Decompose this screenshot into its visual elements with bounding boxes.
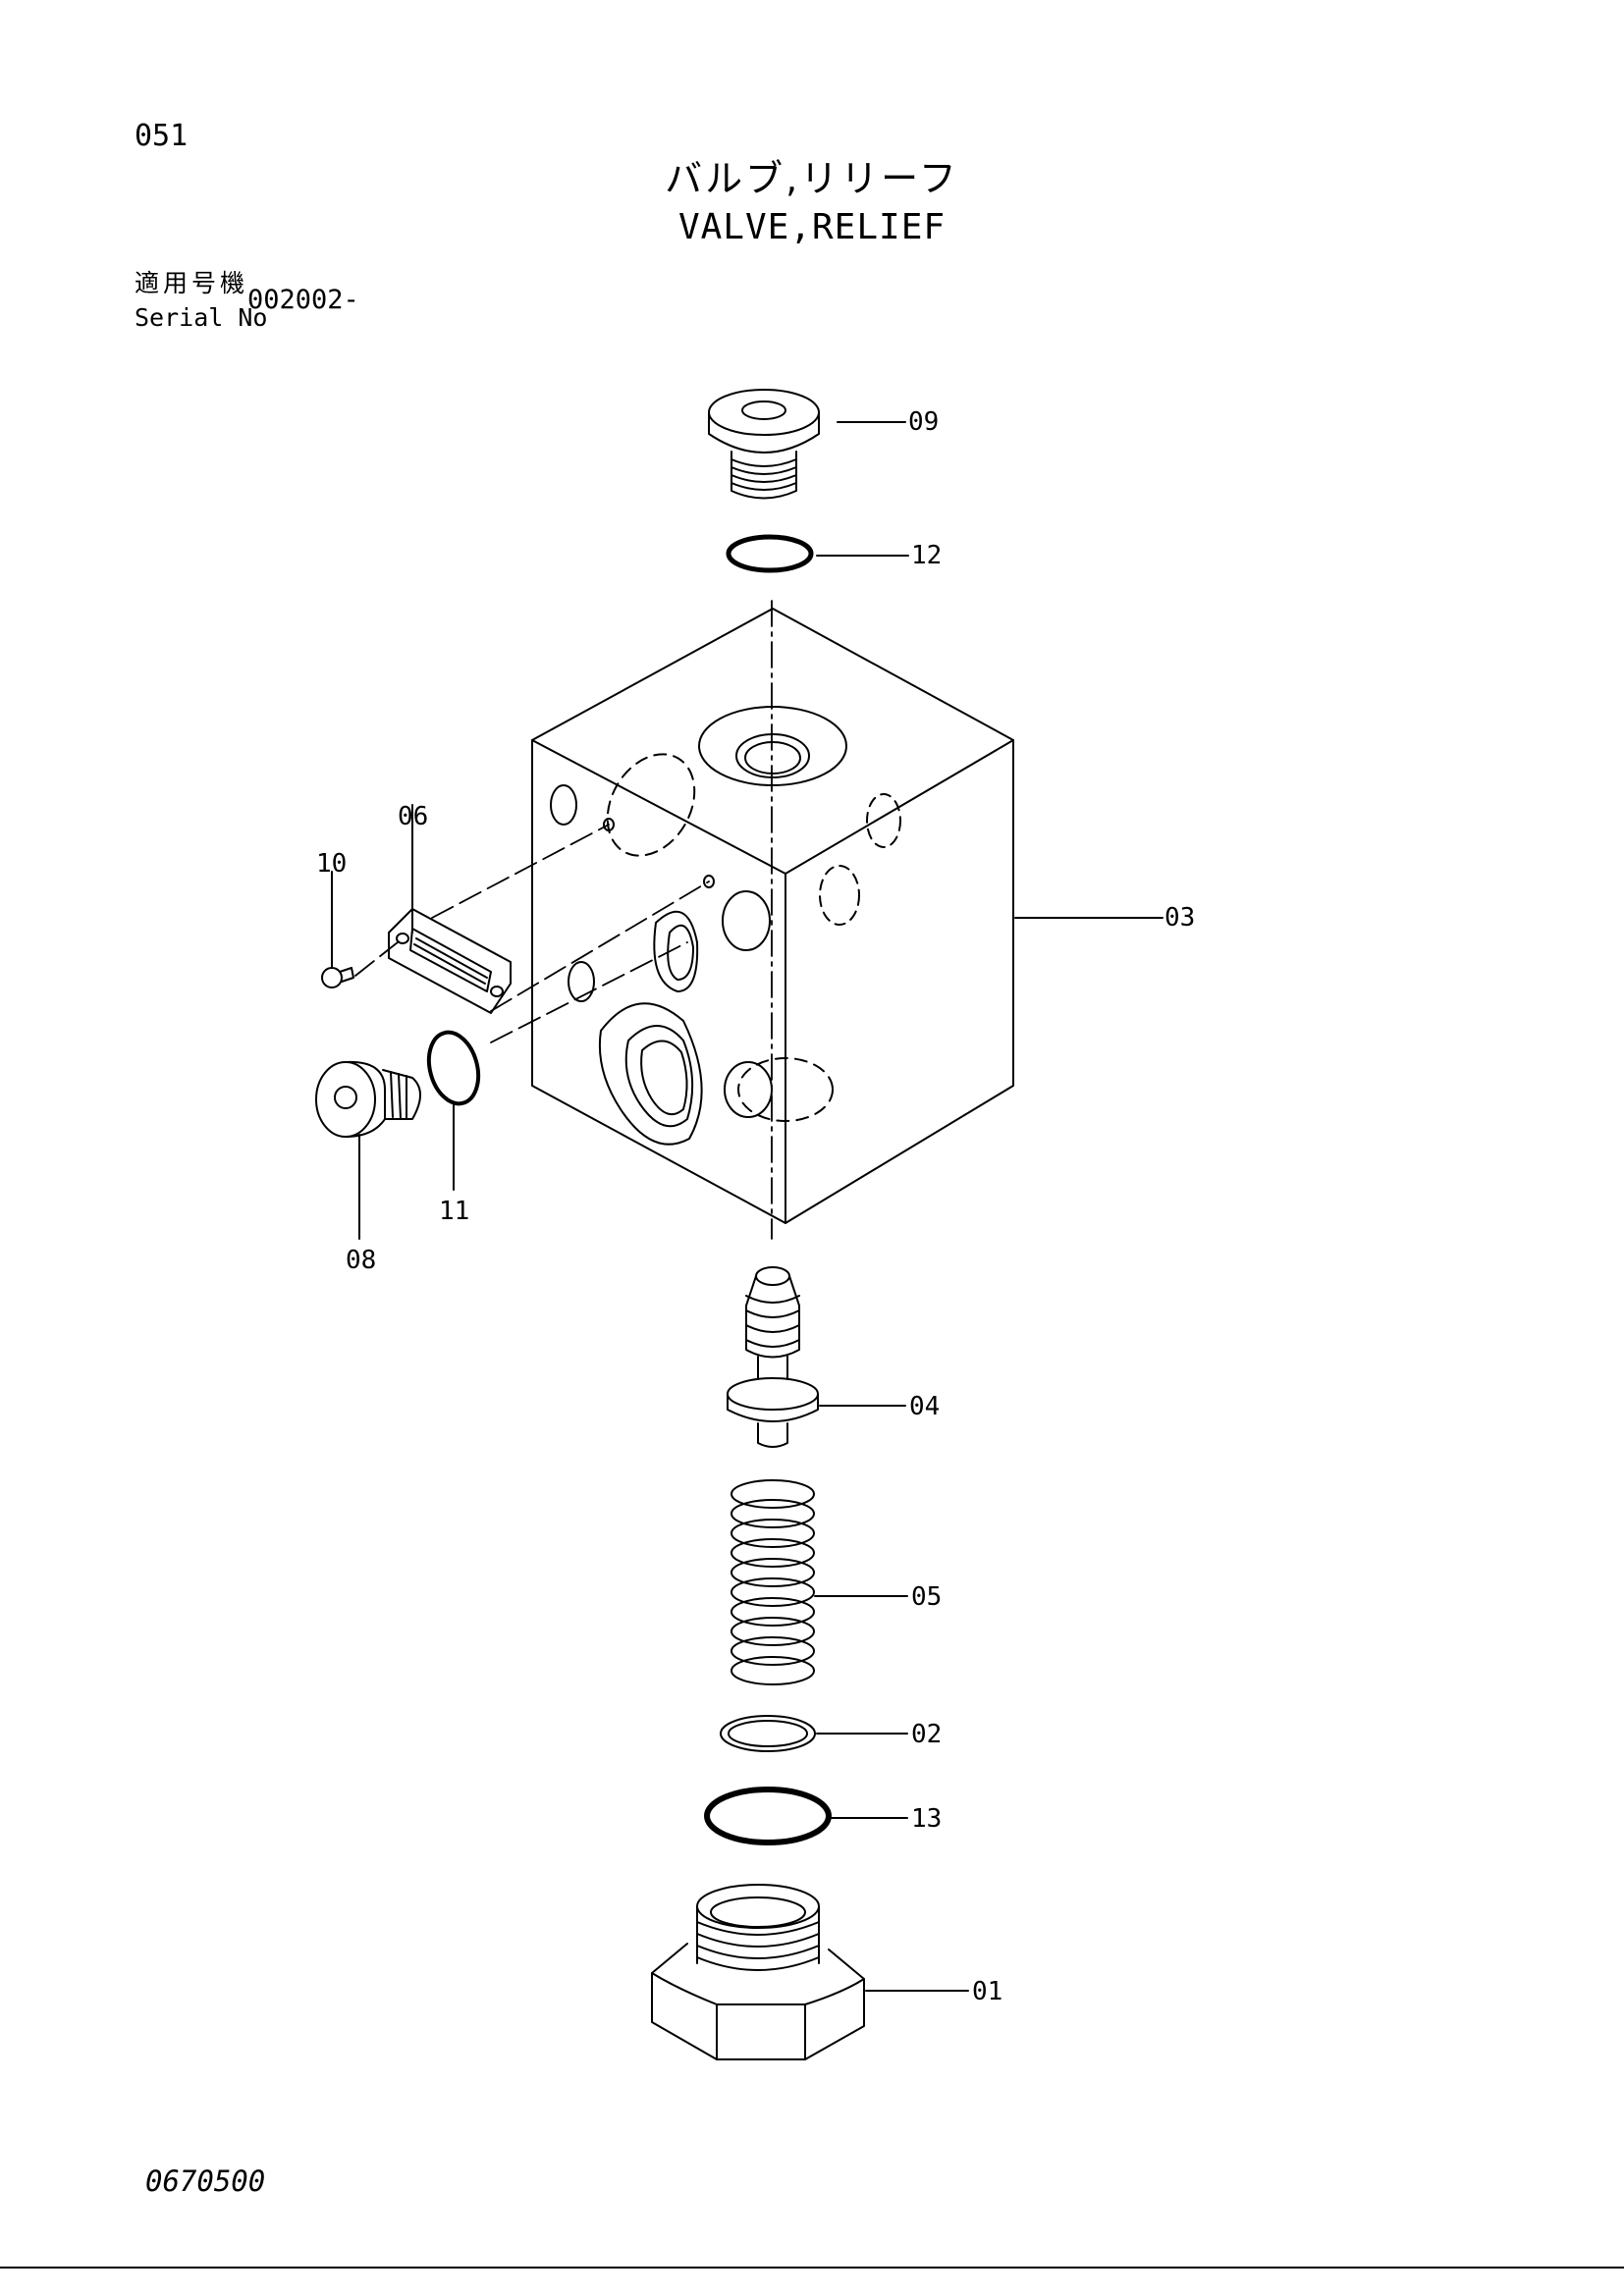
exploded-view-dashed-lines [354,824,710,1043]
callout-04: 04 [909,1392,940,1421]
part-10-screw [321,967,354,988]
part-09-plug [708,389,820,500]
callout-02: 02 [911,1720,942,1749]
callout-12: 12 [911,541,942,570]
part-02-backup-ring [720,1715,816,1752]
callout-leader-lines [331,421,1164,1992]
part-08-side-plug [315,1060,421,1138]
callout-09: 09 [908,407,939,437]
footer-rule [0,2267,1624,2269]
part-12-o-ring [726,534,814,573]
part-11-o-ring [426,1030,481,1106]
callout-05: 05 [911,1582,942,1612]
callout-08: 08 [346,1246,376,1275]
document-code: 0670500 [145,2164,266,2198]
callout-01: 01 [972,1977,1002,2006]
callout-13: 13 [911,1804,942,1834]
title-english: VALVE,RELIEF [677,207,947,247]
callout-06: 06 [398,802,428,831]
part-04-poppet [727,1266,819,1448]
callout-labels: 09 12 03 06 10 11 08 04 05 02 13 01 [316,407,1195,2006]
callout-10: 10 [316,849,347,879]
part-13-o-ring [704,1787,832,1845]
title-japanese: バルブ,リリーフ [665,157,959,200]
part-05-spring [731,1479,815,1685]
serial-value: 002002- [247,285,359,315]
serial-label-english: Serial No [135,303,268,332]
serial-label-japanese: 適用号機 [135,269,249,297]
callout-03: 03 [1164,903,1195,933]
part-01-hex-plug [651,1884,865,2060]
part-06-plate [388,908,512,1014]
part-03-valve-block [531,608,1014,1224]
page-number: 051 [135,119,189,153]
callout-11: 11 [439,1197,469,1226]
